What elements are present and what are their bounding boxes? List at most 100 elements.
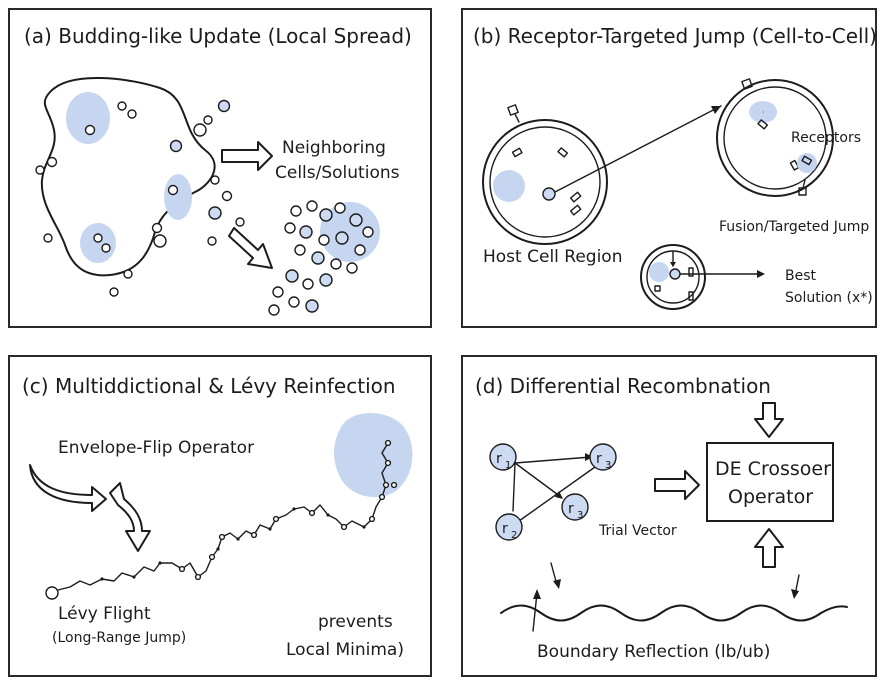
panel-d-diagram: (d) Differential Recombnation r 1 r 3 r … [475, 374, 848, 662]
solution-point [193, 123, 207, 137]
neighbor-point [272, 286, 284, 298]
panel-d-title: (d) Differential Recombnation [475, 374, 771, 398]
svg-text:3: 3 [605, 460, 611, 471]
host-cell [482, 104, 608, 245]
de-crossover-box [706, 442, 834, 522]
levy-label-line2: (Long-Range Jump) [52, 630, 186, 646]
panel-receptor-jump: (b) Receptor-Targeted Jump (Cell-to-Cell… [461, 8, 877, 328]
neighbors-label-line2: Cells/Solutions [275, 163, 400, 183]
neighbor-point [354, 244, 366, 256]
jump-arrow [554, 105, 722, 193]
edge [512, 462, 516, 512]
solution-point [123, 269, 133, 279]
panel-a-title: (a) Budding-like Update (Local Spread) [24, 24, 412, 48]
svg-text:3: 3 [577, 510, 583, 521]
solution-point [217, 99, 231, 113]
neighbor-point [288, 296, 300, 308]
levy-start-point [45, 586, 59, 600]
neighbor-point [335, 231, 349, 245]
svg-text:r: r [496, 451, 502, 467]
envelope-flip-arrow-icon [29, 464, 107, 512]
receptors-label: Receptors [791, 130, 861, 146]
arrow-down-right-icon [228, 227, 273, 269]
solution-point [169, 139, 183, 153]
svg-text:r: r [502, 521, 508, 537]
arrowhead-icon [585, 453, 593, 461]
neighbor-point [349, 213, 363, 227]
neighbor-cell-patch [320, 202, 380, 262]
arrow-right-icon [654, 470, 700, 500]
arrowhead-icon [555, 491, 563, 499]
receptor-icon [511, 147, 523, 158]
envelope-flip-down-arrow-icon [109, 482, 151, 552]
neighbor-point [311, 251, 325, 265]
solution-point [151, 222, 163, 234]
prevents-label-line2: Local Minima) [286, 640, 404, 660]
arrowhead-icon [791, 589, 799, 599]
solution-point [207, 236, 217, 246]
neighbor-point [330, 258, 342, 270]
best-label-line2: Solution (x*) [785, 290, 873, 306]
panel-b-diagram: (b) Receptor-Targeted Jump (Cell-to-Cell… [473, 24, 877, 310]
levy-label-line1: Lévy Flight [58, 604, 151, 624]
arrowhead-icon [553, 579, 561, 589]
svg-text:r: r [596, 451, 602, 467]
boundary-wave [500, 604, 848, 622]
vector-r1: r 1 [489, 443, 517, 471]
panel-c-diagram: (c) Multiddictional & Lévy Reinfection E… [22, 374, 413, 660]
receptor-icon [507, 104, 519, 116]
arrowhead-icon [711, 106, 721, 114]
cell-patch [66, 92, 110, 144]
neighbor-point [290, 205, 302, 217]
solution-point [101, 243, 111, 253]
solution-point [35, 165, 45, 175]
solution-point [167, 184, 179, 196]
panel-differential-recombination: (d) Differential Recombnation r 1 r 3 r … [461, 355, 877, 677]
best-label-line1: Best [785, 268, 817, 284]
de-label-line1: DE Crossoer [715, 458, 831, 480]
neighbors-label-line1: Neighboring [282, 138, 386, 158]
receptor-icon [569, 191, 582, 203]
solution-point [153, 234, 167, 248]
svg-text:1: 1 [505, 460, 511, 471]
svg-text:2: 2 [511, 530, 517, 541]
prevents-label-line1: prevents [318, 612, 393, 632]
arrow-down-icon [754, 402, 784, 438]
neighbor-point [319, 273, 333, 287]
solution-point [109, 287, 119, 297]
solution-point [43, 233, 53, 243]
solution-point [84, 124, 96, 136]
cell-patch [80, 223, 116, 263]
solution-point [542, 187, 556, 201]
panel-budding-update: (a) Budding-like Update (Local Spread) [8, 8, 432, 328]
arrow-up-icon [754, 528, 784, 568]
neighbor-cluster [268, 200, 374, 316]
neighbor-point [305, 299, 319, 313]
best-solution-cell [640, 244, 706, 310]
receptor-icon [757, 119, 769, 130]
panel-b-title: (b) Receptor-Targeted Jump (Cell-to-Cell… [473, 24, 877, 48]
solution-point [203, 115, 213, 125]
target-cell-patch [334, 413, 413, 498]
neighbor-point [334, 202, 346, 214]
neighbor-point [318, 234, 330, 246]
solution-point [127, 109, 137, 119]
vector-r2: r 2 [495, 513, 523, 541]
reflection-arrow-up [532, 592, 538, 632]
host-cell-outline [40, 77, 216, 277]
receptor-icon [557, 147, 569, 158]
vector-r3-top: r 3 [589, 443, 617, 471]
neighbor-point [294, 244, 306, 256]
arrow-right-icon [221, 141, 273, 171]
edge [518, 466, 596, 522]
solution-point [46, 156, 58, 168]
host-region-label: Host Cell Region [483, 247, 623, 267]
solution-point [235, 217, 245, 227]
neighbor-point [306, 200, 318, 212]
arrowhead-icon [533, 589, 541, 599]
neighbor-point [362, 226, 374, 238]
envelope-label: Envelope-Flip Operator [58, 438, 254, 458]
receptor-icon [789, 159, 800, 171]
vector-r3-bottom: r 3 [561, 493, 589, 521]
solution-point [208, 206, 222, 220]
